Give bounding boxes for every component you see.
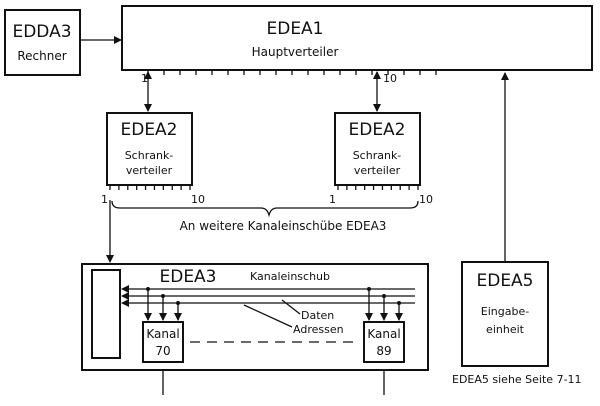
kanal-89-label: Kanal	[367, 327, 400, 341]
edea2-right-port-1-label: 1	[329, 193, 336, 206]
kanal-89-number: 89	[376, 344, 391, 358]
edea3-address-pointer	[243, 304, 293, 328]
edea5-block: EDEA5 Eingabe- einheit	[461, 261, 549, 367]
edea2-left-block: EDEA2 Schrank- verteiler 1 10	[101, 112, 205, 206]
kanal-70-block: Kanal 70	[142, 321, 184, 363]
edea5-subtitle-1: Eingabe-	[481, 305, 529, 318]
edea2-left-port-ticks	[109, 185, 191, 190]
edda3-block: EDDA3 Rechner	[4, 9, 81, 76]
edea1-port-ticks	[147, 70, 437, 75]
kanal-70-number: 70	[155, 344, 170, 358]
edea3-title: EDEA3	[159, 267, 216, 287]
edea2-left-subtitle-1: Schrank-	[125, 149, 174, 162]
edea3-block: EDEA3 Kanaleinschub Daten Adressen	[81, 263, 429, 371]
brace-label: An weitere Kanaleinschübe EDEA3	[180, 219, 387, 233]
edea2-right-port-ticks	[337, 185, 419, 190]
edea2-left-port-10-label: 10	[191, 193, 205, 206]
edea3-connector	[91, 269, 121, 359]
edea2-right-title: EDEA2	[348, 120, 405, 140]
edea2-left-title: EDEA2	[120, 120, 177, 140]
edea2-right-subtitle-1: Schrank-	[353, 149, 402, 162]
edea3-data-pointer	[281, 299, 301, 315]
edea1-subtitle: Hauptverteiler	[252, 45, 339, 59]
edea2-right-port-10-label: 10	[419, 193, 433, 206]
kanal-70-label: Kanal	[146, 327, 179, 341]
edea1-port-1-label: 1	[141, 72, 148, 85]
edea1-title: EDEA1	[266, 19, 323, 39]
brace	[111, 200, 419, 218]
edea2-left-port-1-label: 1	[101, 193, 108, 206]
kanal-89-block: Kanal 89	[363, 321, 405, 363]
edda3-subtitle: Rechner	[17, 49, 66, 63]
edea2-left-subtitle-2: verteiler	[126, 164, 173, 177]
edea5-subtitle-2: einheit	[486, 323, 525, 336]
edda3-title: EDDA3	[12, 22, 71, 42]
edea1-port-10-label: 10	[383, 72, 397, 85]
edea5-title: EDEA5	[476, 271, 533, 291]
edea3-bus-label: Kanaleinschub	[250, 270, 330, 283]
edea3-data-label: Daten	[301, 309, 334, 322]
kanal-89-taps	[365, 287, 403, 321]
edea2-right-block: EDEA2 Schrank- verteiler 1 10	[329, 112, 433, 206]
footnote: EDEA5 siehe Seite 7-11	[452, 373, 582, 386]
edea2-right-subtitle-2: verteiler	[354, 164, 401, 177]
edea3-address-label: Adressen	[293, 323, 344, 336]
kanal-70-taps	[144, 287, 182, 321]
edea1-block: EDEA1 Hauptverteiler 1 10	[121, 5, 593, 85]
